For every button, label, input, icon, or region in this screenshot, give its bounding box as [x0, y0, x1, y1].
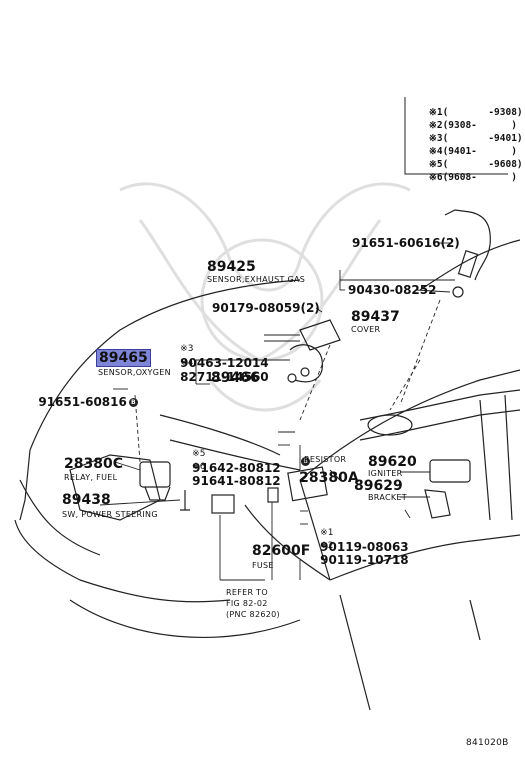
exhaust-pipe: [359, 389, 521, 441]
refer-to-line-1: REFER TO: [226, 588, 268, 597]
part-number-90463-12014[interactable]: 90463-12014: [180, 356, 269, 370]
part-number-91641-80812[interactable]: 91641-80812: [192, 474, 281, 488]
legend-range: ( -9401): [442, 132, 523, 144]
part-number-89438[interactable]: 89438: [62, 492, 111, 508]
refer-to-line-3: (PNC 82620): [226, 610, 280, 619]
variant-mark: ※3: [180, 344, 194, 354]
part-row-28380a: B 28380A: [289, 437, 359, 485]
part-number-90119-10718[interactable]: 90119-10718: [320, 553, 409, 567]
legend-row: ※1( -9308): [406, 98, 523, 127]
part-desc-sw-power-steering: SW, POWER STEERING: [62, 510, 158, 519]
legend-mark: ※3: [428, 132, 443, 144]
dashed-leader-lines: [134, 299, 441, 463]
part-number-89620[interactable]: 89620: [368, 454, 417, 470]
part-desc-resistor: RESISTOR: [304, 455, 347, 464]
part-desc-oxygen-sensor: SENSOR,OXYGEN: [98, 368, 171, 377]
legend-mark: ※6: [428, 171, 443, 183]
legend-range: (9401- ): [442, 145, 517, 157]
part-number-89437[interactable]: 89437: [351, 309, 400, 325]
part-number-91642-80812[interactable]: 91642-80812: [192, 461, 281, 475]
part-row-90463-12014: ※3 90463-12014: [170, 322, 269, 370]
part-desc-igniter: IGNITER: [368, 469, 403, 478]
part-row-90119-08063: ※1 90119-08063: [310, 506, 409, 554]
legend-range: ( -9308): [442, 106, 523, 118]
part-row-82711-14560: ※4 82711-14560: [170, 336, 269, 384]
variant-mark: ※1: [320, 528, 334, 538]
part-desc-relay-fuel: RELAY, FUEL: [64, 473, 118, 482]
part-desc-bracket: BRACKET: [368, 493, 407, 502]
part-number-28380c[interactable]: 28380C: [64, 456, 123, 472]
part-number-89629[interactable]: 89629: [354, 478, 403, 494]
part-desc-fuse: FUSE: [252, 561, 274, 570]
oxygen-sensor-drawing: [287, 319, 341, 383]
figure-id: 841020B: [466, 738, 509, 748]
part-row-91641-80812: ※6 91641-80812: [182, 440, 281, 488]
part-number-82600f[interactable]: 82600F: [252, 543, 311, 559]
legend-range: (9308- ): [442, 119, 517, 131]
variant-mark: ※2: [320, 541, 334, 551]
circle-b-icon: B: [301, 457, 311, 466]
circle-b-icon: B: [128, 398, 138, 407]
refer-to-line-2[interactable]: FIG 82-02: [226, 599, 268, 608]
variant-mark: ※6: [192, 462, 206, 472]
exhaust-gas-sensor-drawing: [444, 209, 491, 298]
part-number-89425[interactable]: 89425: [207, 259, 256, 275]
components-drawing: [139, 459, 471, 519]
part-row-91642-80812: ※5 91642-80812: [182, 427, 281, 475]
part-number-90119-08063[interactable]: 90119-08063: [320, 540, 409, 554]
legend-mark: ※1: [428, 106, 443, 118]
legend-row: ※4(9401- ): [406, 137, 517, 166]
part-number-91651-60616[interactable]: 91651-60616(2): [352, 236, 460, 250]
legend-bracket: [404, 97, 508, 175]
part-row-90119-10718: ※2 90119-10718: [310, 519, 409, 567]
legend-row: ※3( -9401): [406, 124, 523, 153]
variant-mark: ※5: [192, 449, 206, 459]
legend-row: ※6(9608- ): [406, 163, 517, 192]
part-number-82711-14560[interactable]: 82711-14560: [180, 370, 269, 384]
legend-mark: ※2: [428, 119, 443, 131]
part-number-89465-highlighted[interactable]: 89465: [96, 349, 151, 367]
legend-row: ※5( -9608): [406, 150, 523, 179]
vehicle-body-outline: [14, 239, 521, 711]
part-desc-cover: COVER: [351, 325, 381, 334]
part-number-28380a[interactable]: 28380A: [299, 470, 359, 486]
legend-mark: ※5: [428, 158, 443, 170]
legend-range: (9608- ): [442, 171, 517, 183]
variant-mark: ※4: [180, 358, 194, 368]
legend-row: ※2(9308- ): [406, 111, 517, 140]
part-number-89466[interactable]: 89466: [211, 370, 260, 386]
part-number-90179-08059[interactable]: 90179-08059(2): [212, 301, 320, 315]
leader-lines: [99, 242, 455, 581]
part-number-91651-60816-text: 91651-60816: [38, 395, 127, 409]
legend-range: ( -9608): [442, 158, 523, 170]
legend-mark: ※4: [428, 145, 443, 157]
part-number-90430-08252[interactable]: 90430-08252: [348, 283, 437, 297]
part-desc-exhaust-gas-sensor: SENSOR,EXHAUST GAS: [207, 275, 306, 284]
